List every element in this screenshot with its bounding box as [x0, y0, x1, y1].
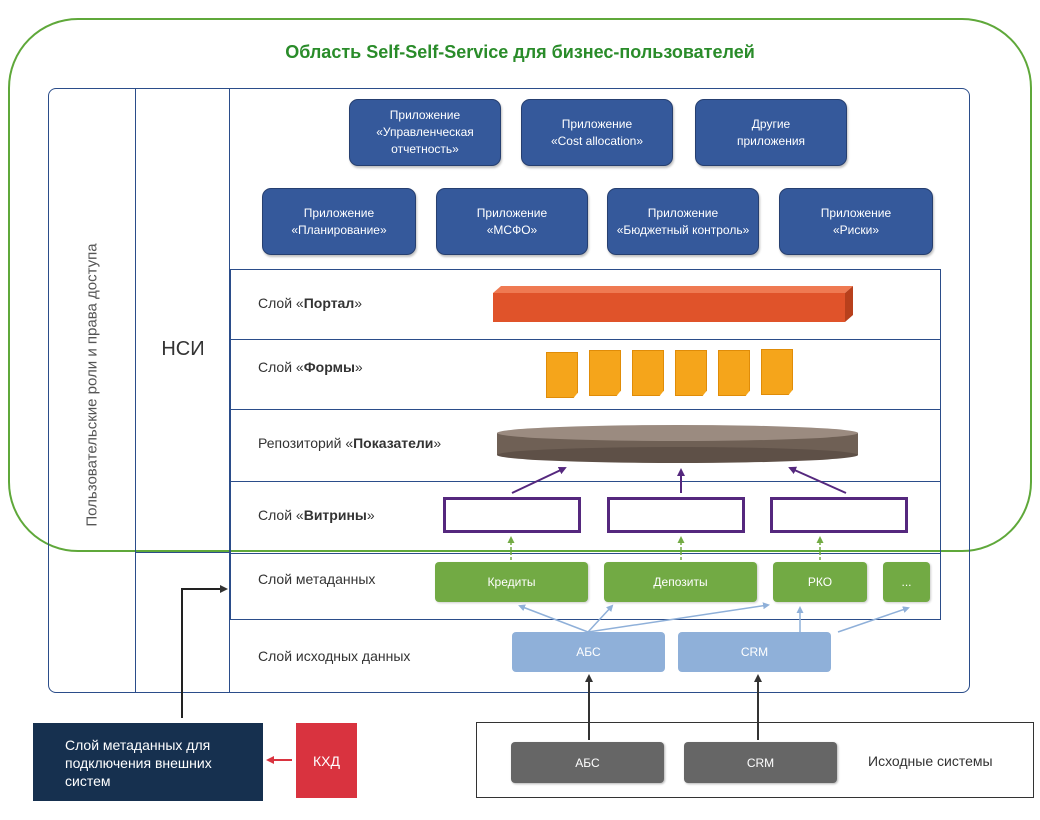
- app-ifrs[interactable]: Приложение «МСФО»: [436, 188, 588, 255]
- form-document-icon: [718, 350, 750, 396]
- source-data-crm[interactable]: CRM: [678, 632, 831, 672]
- nsi-divider: [135, 552, 230, 553]
- layer-forms-row: [230, 339, 941, 409]
- metadata-deposits[interactable]: Депозиты: [604, 562, 757, 602]
- form-document-icon: [632, 350, 664, 396]
- metadata-to-vitrine-arrows: [507, 536, 824, 560]
- app-planning[interactable]: Приложение «Планирование»: [262, 188, 416, 255]
- column-divider: [229, 88, 230, 693]
- layer-metadata-row: [230, 553, 941, 620]
- source-to-metadata-arrows: [518, 602, 910, 633]
- source-system-abs[interactable]: АБС: [511, 742, 664, 783]
- vitrine-box: [607, 497, 745, 533]
- self-service-area-title: Область Self-Self-Service для бизнес-пол…: [285, 42, 755, 62]
- layer-forms-label: Слой «Формы»: [258, 359, 363, 375]
- app-risks[interactable]: Приложение «Риски»: [779, 188, 933, 255]
- layer-source-data-label: Слой исходных данных: [258, 648, 411, 664]
- layer-repository-label: Репозиторий «Показатели»: [258, 435, 442, 451]
- portal-bar: [493, 286, 853, 322]
- source-systems-frame: [476, 722, 1034, 798]
- app-other[interactable]: Другие приложения: [695, 99, 847, 166]
- external-metadata-layer: Слой метаданных для подключения внешних …: [33, 723, 263, 801]
- metadata-more[interactable]: ...: [883, 562, 930, 602]
- layer-vitrines-row: [230, 481, 941, 553]
- app-cost-allocation[interactable]: Приложение «Cost allocation»: [521, 99, 673, 166]
- kxd-box: КХД: [296, 723, 357, 798]
- app-budget-control[interactable]: Приложение «Бюджетный контроль»: [607, 188, 759, 255]
- layer-repository-row: [230, 409, 941, 481]
- repository-disk: [497, 425, 858, 463]
- column-divider: [135, 88, 136, 693]
- source-data-abs[interactable]: АБС: [512, 632, 665, 672]
- architecture-frame: [48, 88, 970, 693]
- vitrine-box: [443, 497, 581, 533]
- form-document-icon: [546, 352, 578, 398]
- form-document-icon: [761, 349, 793, 395]
- metadata-credits[interactable]: Кредиты: [435, 562, 588, 602]
- layer-portal-label: Слой «Портал»: [258, 295, 363, 311]
- app-management-reporting[interactable]: Приложение «Управленческая отчетность»: [349, 99, 501, 166]
- layer-portal-row: [230, 269, 941, 339]
- self-service-area: [8, 18, 1032, 552]
- metadata-rko[interactable]: РКО: [773, 562, 867, 602]
- vitrine-to-repository-arrows: [511, 466, 847, 494]
- form-document-icon: [675, 350, 707, 396]
- vitrine-box: [770, 497, 908, 533]
- source-system-crm[interactable]: CRM: [684, 742, 837, 783]
- form-document-icon: [589, 350, 621, 396]
- system-to-source-arrows: [585, 674, 762, 740]
- source-systems-label: Исходные системы: [868, 753, 993, 769]
- layer-vitrines-label: Слой «Витрины»: [258, 507, 375, 523]
- external-to-metadata-arrow: [181, 585, 228, 718]
- nsi-label: НСИ: [161, 338, 205, 360]
- layer-metadata-label: Слой метаданных: [258, 571, 376, 587]
